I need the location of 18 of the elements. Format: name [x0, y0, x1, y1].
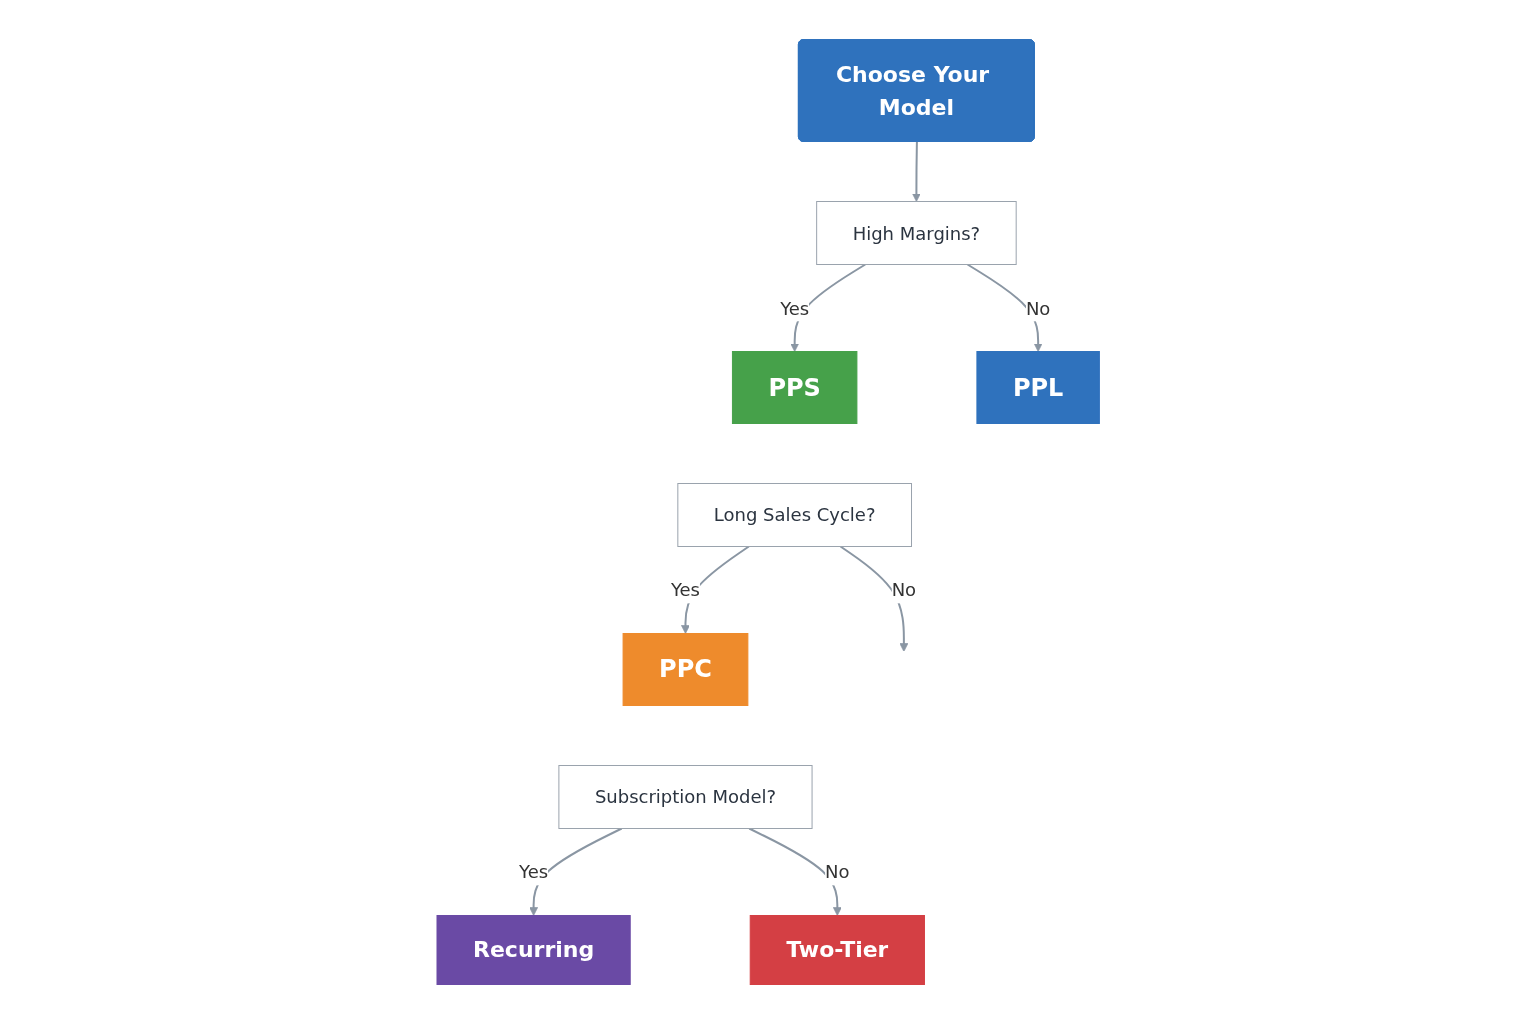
node-box: Subscription Model? — [558, 765, 813, 829]
arrow — [839, 545, 909, 652]
arrow — [911, 141, 921, 202]
node-box: PPL — [976, 351, 1100, 424]
node-box: Recurring — [436, 915, 631, 985]
edge-label: No — [1025, 297, 1051, 319]
node-box: PPC — [622, 633, 749, 706]
node-box: Long Sales Cycle? — [677, 483, 912, 547]
edge-label: Yes — [518, 861, 548, 883]
edge-label: No — [891, 579, 916, 601]
edge-label: Yes — [670, 579, 700, 601]
node-box: High Margins? — [815, 201, 1017, 265]
arrow — [966, 263, 1043, 352]
edge-label: Yes — [779, 297, 809, 319]
node-box: PPS — [731, 351, 858, 424]
edge-label: No — [824, 861, 850, 883]
node-box: Two-Tier — [749, 915, 925, 985]
arrow — [748, 827, 842, 916]
